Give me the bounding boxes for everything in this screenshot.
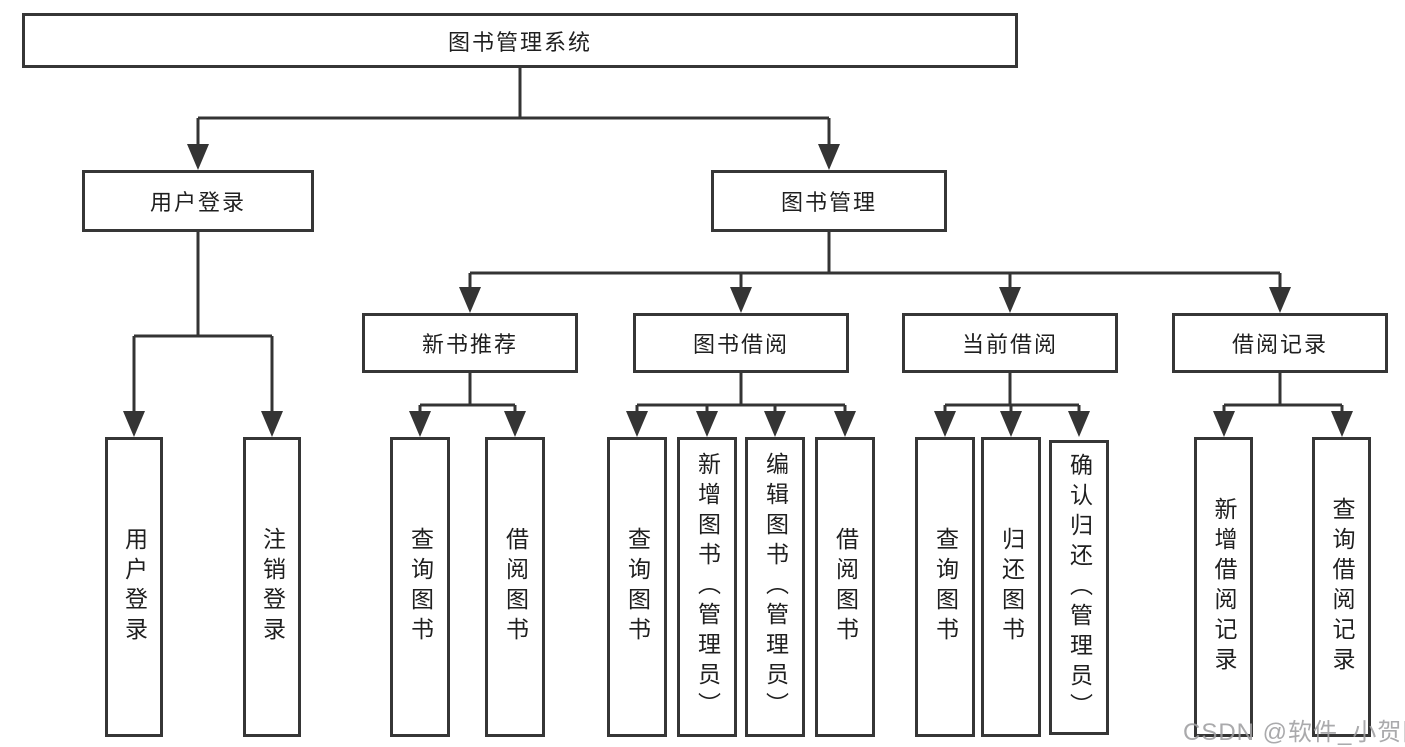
csdn-watermark: CSDN @软件_小贺同学 <box>1183 719 1405 746</box>
leaf-user-login: 用户登录 <box>105 437 163 737</box>
node-book-borrow: 图书借阅 <box>633 313 849 373</box>
leaf-logout: 注销登录 <box>243 437 301 737</box>
node-root-library-system: 图书管理系统 <box>22 13 1018 68</box>
node-current-borrow: 当前借阅 <box>902 313 1118 373</box>
leaf-records-add-record: 新增借阅记录 <box>1194 437 1253 737</box>
node-user-login: 用户登录 <box>82 170 314 232</box>
leaf-borrow-edit-book-admin: 编辑图书（管理员） <box>745 437 805 737</box>
leaf-recommend-query-book: 查询图书 <box>390 437 450 737</box>
node-borrow-records: 借阅记录 <box>1172 313 1388 373</box>
leaf-records-query-record: 查询借阅记录 <box>1312 437 1371 737</box>
leaf-current-return-book: 归还图书 <box>981 437 1041 737</box>
leaf-borrow-add-book-admin: 新增图书（管理员） <box>677 437 737 737</box>
leaf-recommend-borrow-book: 借阅图书 <box>485 437 545 737</box>
leaf-borrow-query-book: 查询图书 <box>607 437 667 737</box>
node-new-book-recommend: 新书推荐 <box>362 313 578 373</box>
leaf-borrow-borrow-book: 借阅图书 <box>815 437 875 737</box>
leaf-current-query-book: 查询图书 <box>915 437 975 737</box>
node-book-management: 图书管理 <box>711 170 947 232</box>
leaf-current-confirm-return-admin: 确认归还（管理员） <box>1049 440 1109 735</box>
